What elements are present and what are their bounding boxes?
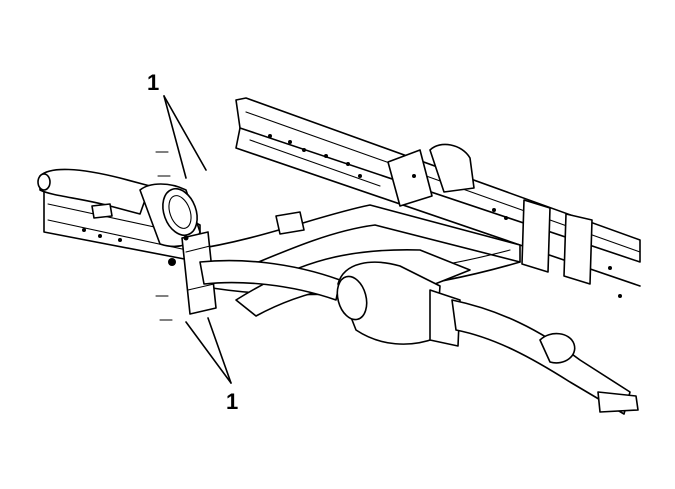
callout-label-top: 1 bbox=[147, 70, 160, 95]
mounting-holes bbox=[82, 134, 622, 298]
catalytic-converter bbox=[336, 261, 461, 347]
rail-brackets bbox=[91, 143, 593, 285]
rear-muffler bbox=[139, 183, 201, 248]
front-pipe bbox=[451, 299, 639, 415]
intermediate-pipe bbox=[199, 259, 341, 301]
exhaust-hanger-bracket bbox=[168, 231, 217, 315]
callout-label-bottom: 1 bbox=[226, 389, 239, 414]
callout-leaders bbox=[155, 95, 232, 384]
